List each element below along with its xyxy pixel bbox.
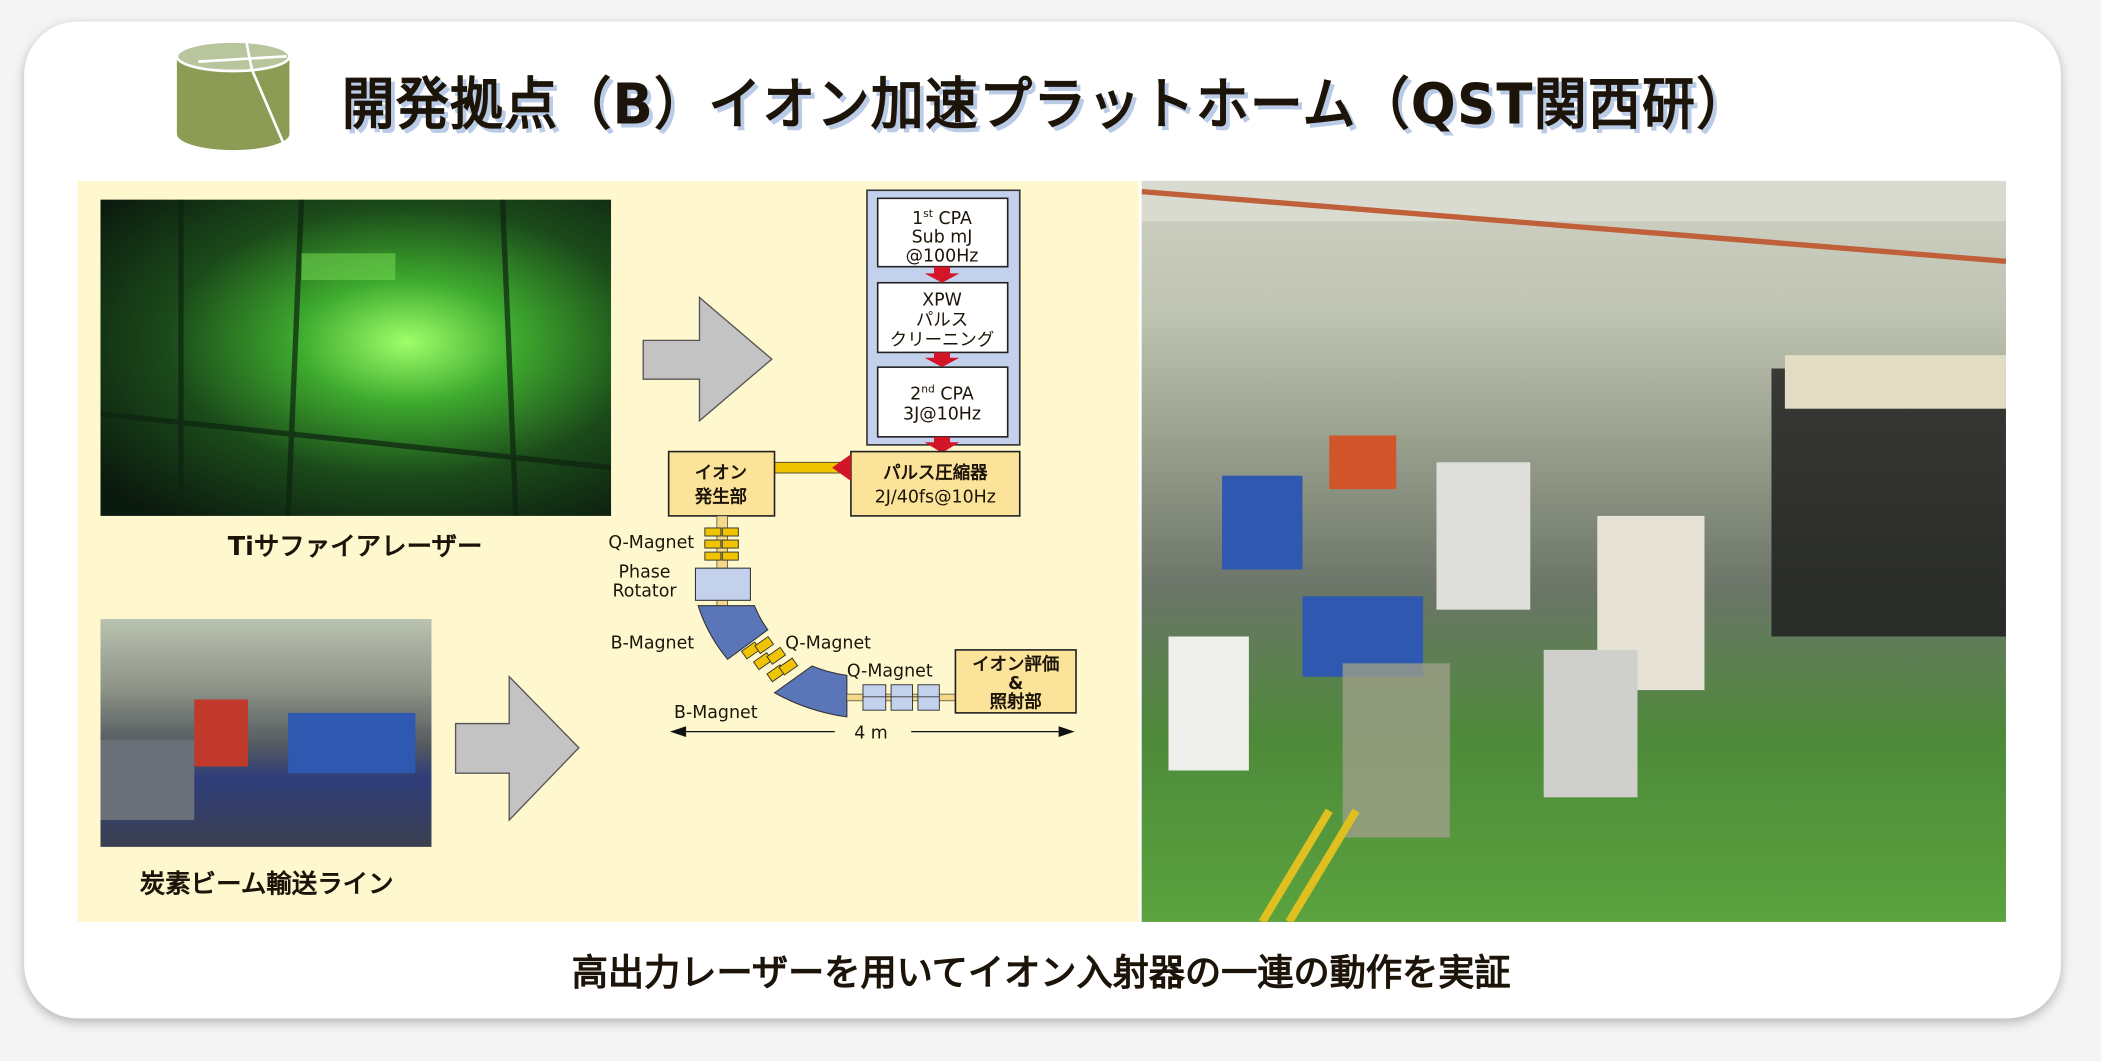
phase-rotator-block <box>694 567 751 601</box>
arrow-right-icon <box>454 675 580 822</box>
svg-text:B-Magnet: B-Magnet <box>674 703 758 723</box>
q-magnet-group-3 <box>862 684 940 711</box>
svg-text:発生部: 発生部 <box>694 487 747 508</box>
svg-text:1st CPA: 1st CPA <box>912 207 972 229</box>
facility-photo <box>1141 180 2006 922</box>
svg-text:2J/40fs@10Hz: 2J/40fs@10Hz <box>875 488 996 508</box>
svg-text:XPW: XPW <box>922 291 962 311</box>
ion-evaluation-box <box>954 649 1077 714</box>
arrow-left-icon <box>670 726 687 737</box>
svg-text:Q-Magnet: Q-Magnet <box>608 533 694 553</box>
svg-text:Q-Magnet: Q-Magnet <box>847 662 933 682</box>
q-magnet-group-2 <box>740 635 799 683</box>
svg-text:イオン評価: イオン評価 <box>972 654 1059 675</box>
photo2-caption: 炭素ビーム輸送ライン <box>139 869 394 900</box>
svg-text:@100Hz: @100Hz <box>906 246 979 266</box>
svg-text:イオン: イオン <box>695 463 747 483</box>
svg-text:4 m: 4 m <box>854 723 888 743</box>
b-magnet-1 <box>697 605 769 661</box>
pulse-compressor-box <box>850 450 1021 517</box>
carbon-beamline-photo <box>100 619 432 847</box>
flow-arrow-icon <box>832 454 851 482</box>
svg-text:B-Magnet: B-Magnet <box>611 634 695 654</box>
svg-text:クリーニング: クリーニング <box>890 331 994 351</box>
flow-arrow-icon <box>924 266 960 283</box>
photo1-caption: Tiサファイアレーザー <box>227 531 483 562</box>
svg-text:3J@10Hz: 3J@10Hz <box>903 404 981 424</box>
cpa1-box <box>876 197 1009 268</box>
cpa2-box <box>876 366 1009 438</box>
arrow-right-icon <box>642 296 773 423</box>
svg-text:2nd CPA: 2nd CPA <box>910 383 974 405</box>
ti-sapphire-laser-photo <box>100 199 612 516</box>
svg-text:照射部: 照射部 <box>990 692 1042 713</box>
q-magnet-group-1 <box>704 527 739 561</box>
svg-text:&: & <box>1008 674 1023 694</box>
svg-text:Q-Magnet: Q-Magnet <box>785 634 871 654</box>
svg-text:Rotator: Rotator <box>612 581 677 601</box>
arrow-right-icon <box>1058 726 1075 737</box>
flow-arrow-icon <box>924 436 960 453</box>
svg-text:Phase: Phase <box>619 563 671 583</box>
flow-arrow-icon <box>924 352 960 368</box>
ion-source-box <box>667 450 776 517</box>
footer-caption: 高出力レーザーを用いてイオン入射器の一連の動作を実証 <box>571 952 1511 995</box>
page-title: 開発拠点（B）イオン加速プラットホーム（QST関西研） <box>341 71 1751 137</box>
cylinder-icon <box>175 40 291 151</box>
svg-text:Sub mJ: Sub mJ <box>912 228 973 248</box>
svg-text:パルス: パルス <box>916 311 968 331</box>
svg-text:パルス圧縮器: パルス圧縮器 <box>883 462 988 483</box>
